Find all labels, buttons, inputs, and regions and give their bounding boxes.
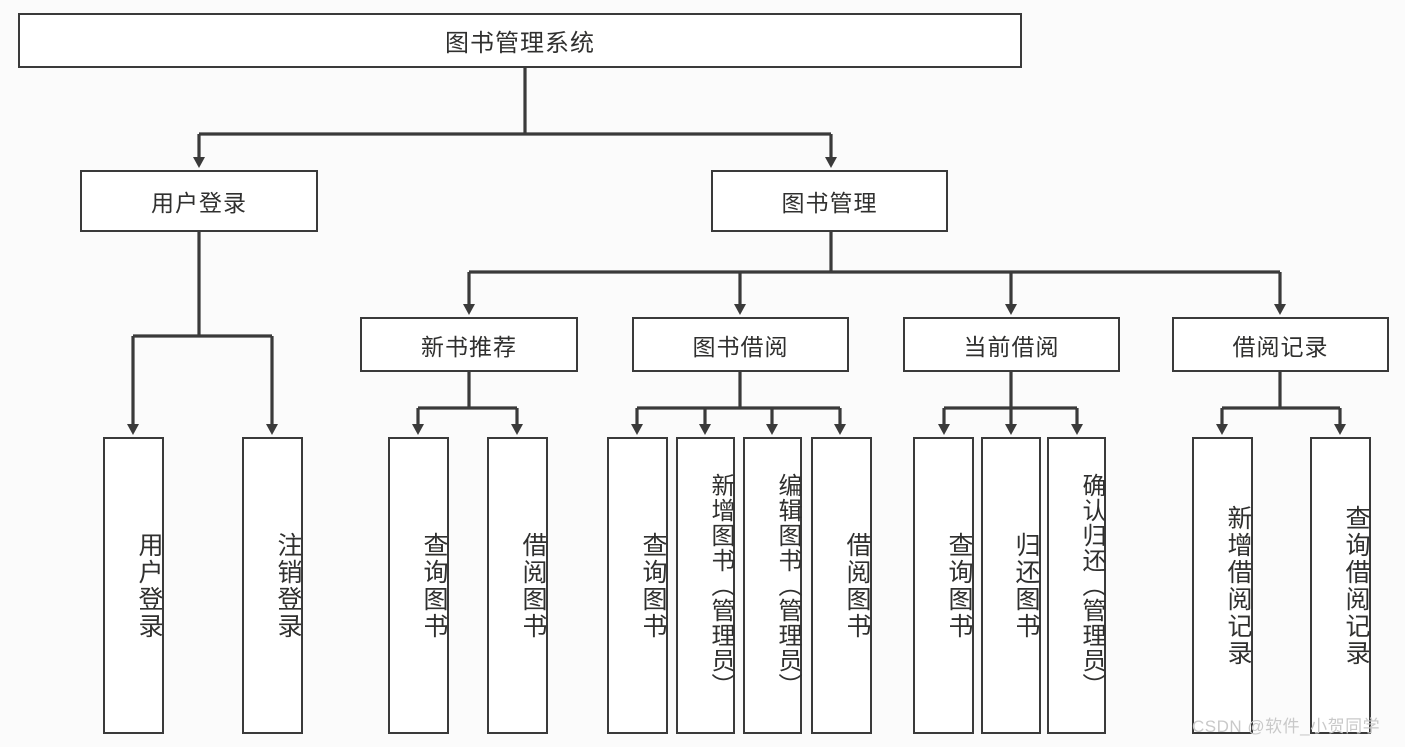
leaf-query-book-recommend[interactable]: 查询图书	[388, 437, 449, 734]
leaf-borrow-book[interactable]: 借阅图书	[811, 437, 872, 734]
leaf-add-book-admin[interactable]: 新增图书（管理员）	[676, 437, 735, 734]
csdn-watermark: CSDN @软件_小贺同学	[1192, 717, 1381, 736]
leaf-edit-book-admin[interactable]: 编辑图书（管理员）	[743, 437, 802, 734]
leaf-query-book-borrow[interactable]: 查询图书	[607, 437, 668, 734]
leaf-logout[interactable]: 注销登录	[242, 437, 303, 734]
leaf-query-book-current[interactable]: 查询图书	[913, 437, 974, 734]
node-root[interactable]: 图书管理系统	[18, 13, 1022, 68]
node-borrow-record[interactable]: 借阅记录	[1172, 317, 1389, 372]
node-current-borrow[interactable]: 当前借阅	[903, 317, 1120, 372]
node-user-login[interactable]: 用户登录	[80, 170, 318, 232]
leaf-confirm-return-admin[interactable]: 确认归还（管理员）	[1047, 437, 1106, 734]
leaf-query-borrow-record[interactable]: 查询借阅记录	[1310, 437, 1371, 734]
leaf-borrow-book-recommend[interactable]: 借阅图书	[487, 437, 548, 734]
leaf-user-login[interactable]: 用户登录	[103, 437, 164, 734]
node-new-book-recommend[interactable]: 新书推荐	[360, 317, 578, 372]
leaf-return-book[interactable]: 归还图书	[981, 437, 1041, 734]
node-book-borrow[interactable]: 图书借阅	[632, 317, 849, 372]
node-book-manage[interactable]: 图书管理	[711, 170, 948, 232]
leaf-add-borrow-record[interactable]: 新增借阅记录	[1192, 437, 1253, 734]
